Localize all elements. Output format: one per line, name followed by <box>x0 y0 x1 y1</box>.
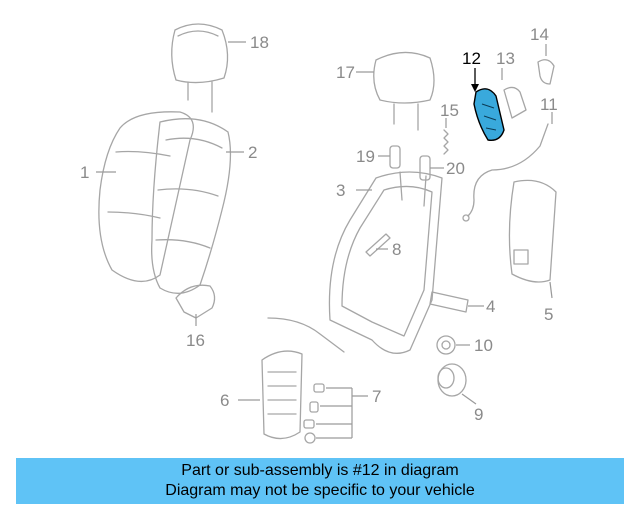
callout-3: 3 <box>336 181 345 200</box>
part-17-headrest <box>356 51 435 131</box>
part-15-spring <box>443 118 449 155</box>
part-10-knob <box>436 335 470 355</box>
part-1-seat-back-cushion <box>96 111 194 282</box>
part-19-guide <box>378 145 401 169</box>
part-5-back-panel <box>508 179 557 299</box>
part-18-headrest <box>171 23 246 113</box>
callout-15: 15 <box>440 101 459 120</box>
part-7-fasteners <box>303 383 368 444</box>
part-16-bracket <box>175 284 216 326</box>
callout-6: 6 <box>220 391 229 410</box>
part-8-lever <box>365 233 391 257</box>
part-6-lumbar-support <box>238 317 345 440</box>
callout-19: 19 <box>356 147 375 166</box>
caption-line-2: Diagram may not be specific to your vehi… <box>165 482 475 499</box>
part-12-highlighted <box>471 68 505 141</box>
part-20-guide <box>419 155 444 181</box>
callout-16: 16 <box>186 331 205 350</box>
caption-line-1: Part or sub-assembly is #12 in diagram <box>181 462 459 479</box>
callout-1: 1 <box>80 163 89 182</box>
callout-2: 2 <box>248 143 257 162</box>
part-11-cable <box>462 112 553 222</box>
callout-20: 20 <box>446 159 465 178</box>
part-13-cover <box>501 68 527 119</box>
callout-14: 14 <box>530 25 549 44</box>
callout-13: 13 <box>496 49 515 68</box>
callout-18: 18 <box>250 33 269 52</box>
callout-17: 17 <box>336 63 355 82</box>
part-4-bar <box>429 291 484 313</box>
callout-8: 8 <box>392 240 401 259</box>
caption-banner: Part or sub-assembly is #12 in diagram D… <box>16 458 624 504</box>
callout-10: 10 <box>474 336 493 355</box>
callout-7: 7 <box>372 387 381 406</box>
callout-4: 4 <box>486 297 495 316</box>
callout-5: 5 <box>544 305 553 324</box>
part-2-seat-back-cover <box>151 118 244 294</box>
part-14-cap <box>537 44 555 85</box>
part-3-seat-back-frame <box>328 171 443 354</box>
callout-12: 12 <box>462 49 481 68</box>
part-9-handwheel <box>437 363 477 405</box>
callout-11: 11 <box>540 95 558 114</box>
callout-9: 9 <box>474 405 483 424</box>
